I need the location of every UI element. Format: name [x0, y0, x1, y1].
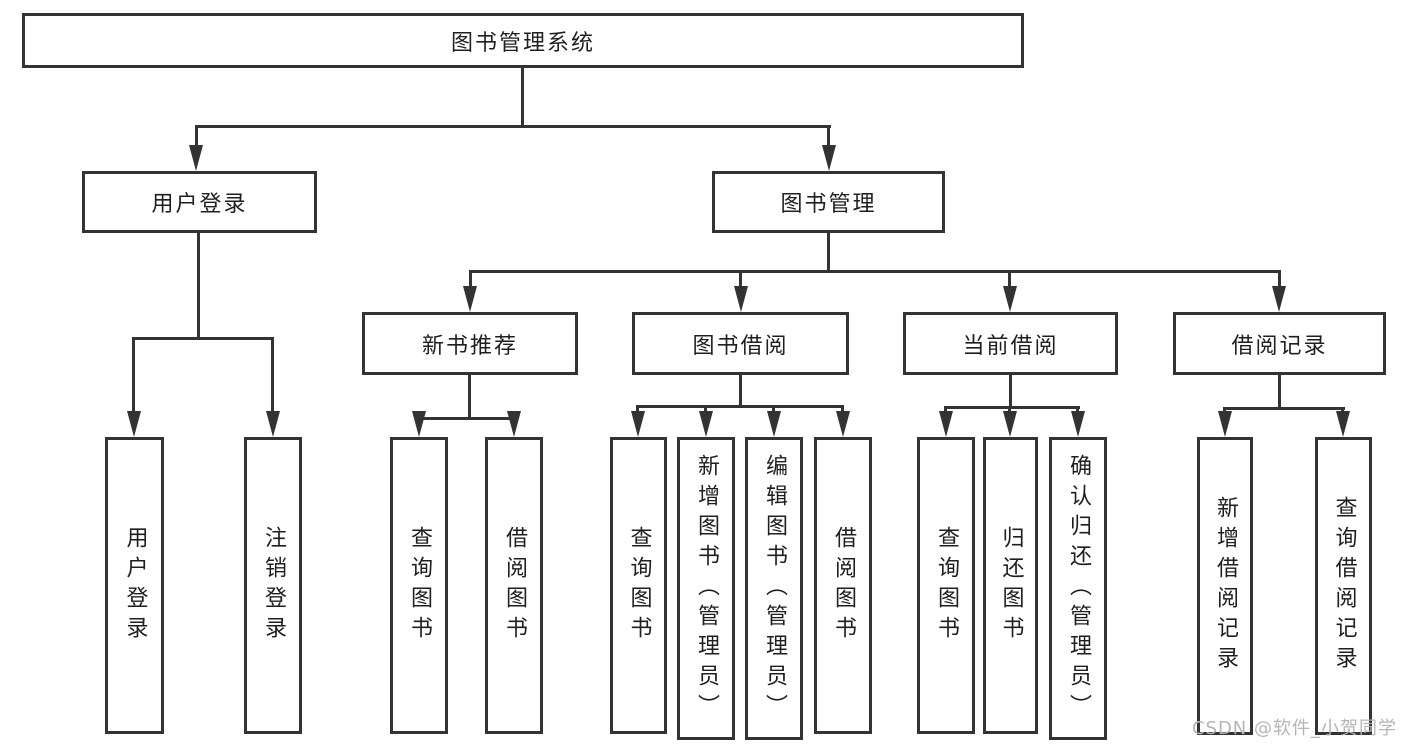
- connector-line: [195, 125, 198, 151]
- leaf-label: 借阅图书: [502, 525, 527, 646]
- connector-line: [827, 125, 830, 151]
- connector-line: [133, 337, 274, 340]
- arrow-down-icon: [266, 411, 280, 437]
- node-book-management-module: 图书管理: [712, 171, 945, 233]
- leaf-current-query: 查询图书: [917, 437, 975, 734]
- arrow-down-icon: [734, 286, 748, 312]
- node-label: 借阅记录: [1231, 333, 1328, 359]
- connector-line: [704, 405, 707, 415]
- connector-line: [418, 417, 515, 420]
- node-borrow-records: 借阅记录: [1173, 312, 1386, 375]
- connector-line: [739, 375, 742, 405]
- leaf-borrow-borrow: 借阅图书: [814, 437, 872, 734]
- connector-line: [739, 270, 742, 288]
- node-root-system: 图书管理系统: [22, 13, 1024, 68]
- node-label: 新书推荐: [421, 333, 518, 359]
- leaf-current-confirm-admin: 确认归还（管理员）: [1049, 437, 1107, 740]
- leaf-label: 归还图书: [998, 525, 1024, 646]
- connector-line: [841, 405, 844, 415]
- connector-line: [132, 337, 135, 415]
- arrow-down-icon: [1218, 411, 1232, 437]
- connector-line: [1278, 375, 1281, 407]
- node-user-login-module: 用户登录: [82, 171, 317, 233]
- leaf-user-login: 用户登录: [105, 437, 164, 734]
- leaf-records-add: 新增借阅记录: [1197, 437, 1253, 735]
- arrow-down-icon: [412, 411, 426, 437]
- connector-line: [827, 233, 830, 270]
- connector-line: [1009, 375, 1012, 406]
- leaf-label: 编辑图书（管理员）: [762, 453, 787, 724]
- node-book-borrow: 图书借阅: [632, 312, 849, 375]
- leaf-newbook-borrow: 借阅图书: [485, 437, 543, 734]
- node-label: 当前借阅: [962, 333, 1059, 359]
- connector-line: [944, 406, 947, 415]
- connector-line: [636, 405, 639, 415]
- arrow-down-icon: [836, 411, 850, 437]
- node-label: 图书管理系统: [450, 30, 595, 56]
- arrow-down-icon: [939, 411, 953, 437]
- leaf-borrow-query: 查询图书: [610, 437, 667, 734]
- leaf-label: 新增借阅记录: [1213, 496, 1238, 676]
- connector-line: [945, 406, 1080, 409]
- connector-line: [1076, 406, 1079, 415]
- connector-line: [469, 270, 472, 288]
- connector-line: [469, 270, 1281, 273]
- arrow-down-icon: [767, 411, 781, 437]
- arrow-down-icon: [1003, 286, 1017, 312]
- arrow-down-icon: [463, 286, 477, 312]
- connector-line: [521, 68, 524, 125]
- node-new-book-recommend: 新书推荐: [362, 312, 578, 375]
- node-label: 图书管理: [780, 192, 877, 217]
- arrow-down-icon: [189, 145, 203, 171]
- node-label: 图书借阅: [692, 333, 789, 359]
- leaf-label: 查询图书: [407, 525, 432, 646]
- arrow-down-icon: [699, 411, 713, 437]
- arrow-down-icon: [631, 411, 645, 437]
- arrow-down-icon: [1071, 411, 1085, 437]
- leaf-label: 新增图书（管理员）: [694, 453, 719, 724]
- leaf-borrow-edit-admin: 编辑图书（管理员）: [745, 437, 803, 740]
- leaf-label: 查询图书: [934, 525, 959, 646]
- leaf-label: 查询借阅记录: [1331, 496, 1357, 676]
- arrow-down-icon: [1272, 286, 1286, 312]
- leaf-records-query: 查询借阅记录: [1315, 437, 1372, 735]
- connector-line: [637, 405, 844, 408]
- leaf-newbook-query: 查询图书: [390, 437, 448, 734]
- arrow-down-icon: [1336, 411, 1350, 437]
- arrow-down-icon: [127, 411, 141, 437]
- leaf-label: 注销登录: [261, 525, 286, 646]
- leaf-user-logout: 注销登录: [244, 437, 302, 734]
- connector-line: [772, 405, 775, 415]
- connector-line: [271, 337, 274, 415]
- connector-line: [197, 233, 200, 337]
- connector-line: [1008, 406, 1011, 415]
- leaf-label: 查询图书: [626, 525, 652, 646]
- connector-line: [468, 375, 471, 417]
- csdn-watermark: CSDN @软件_小贺同学: [1191, 718, 1397, 739]
- connector-line: [1224, 407, 1345, 410]
- arrow-down-icon: [507, 411, 521, 437]
- arrow-down-icon: [1003, 411, 1017, 437]
- leaf-current-return: 归还图书: [983, 437, 1038, 734]
- node-label: 用户登录: [151, 192, 248, 217]
- leaf-label: 借阅图书: [831, 525, 856, 646]
- leaf-borrow-add-admin: 新增图书（管理员）: [677, 437, 735, 740]
- connector-line: [1278, 270, 1281, 288]
- connector-line: [1008, 270, 1011, 288]
- arrow-down-icon: [822, 145, 836, 171]
- connector-line: [195, 125, 831, 128]
- leaf-label: 用户登录: [122, 525, 148, 646]
- node-current-borrow: 当前借阅: [903, 312, 1118, 375]
- leaf-label: 确认归还（管理员）: [1066, 453, 1091, 724]
